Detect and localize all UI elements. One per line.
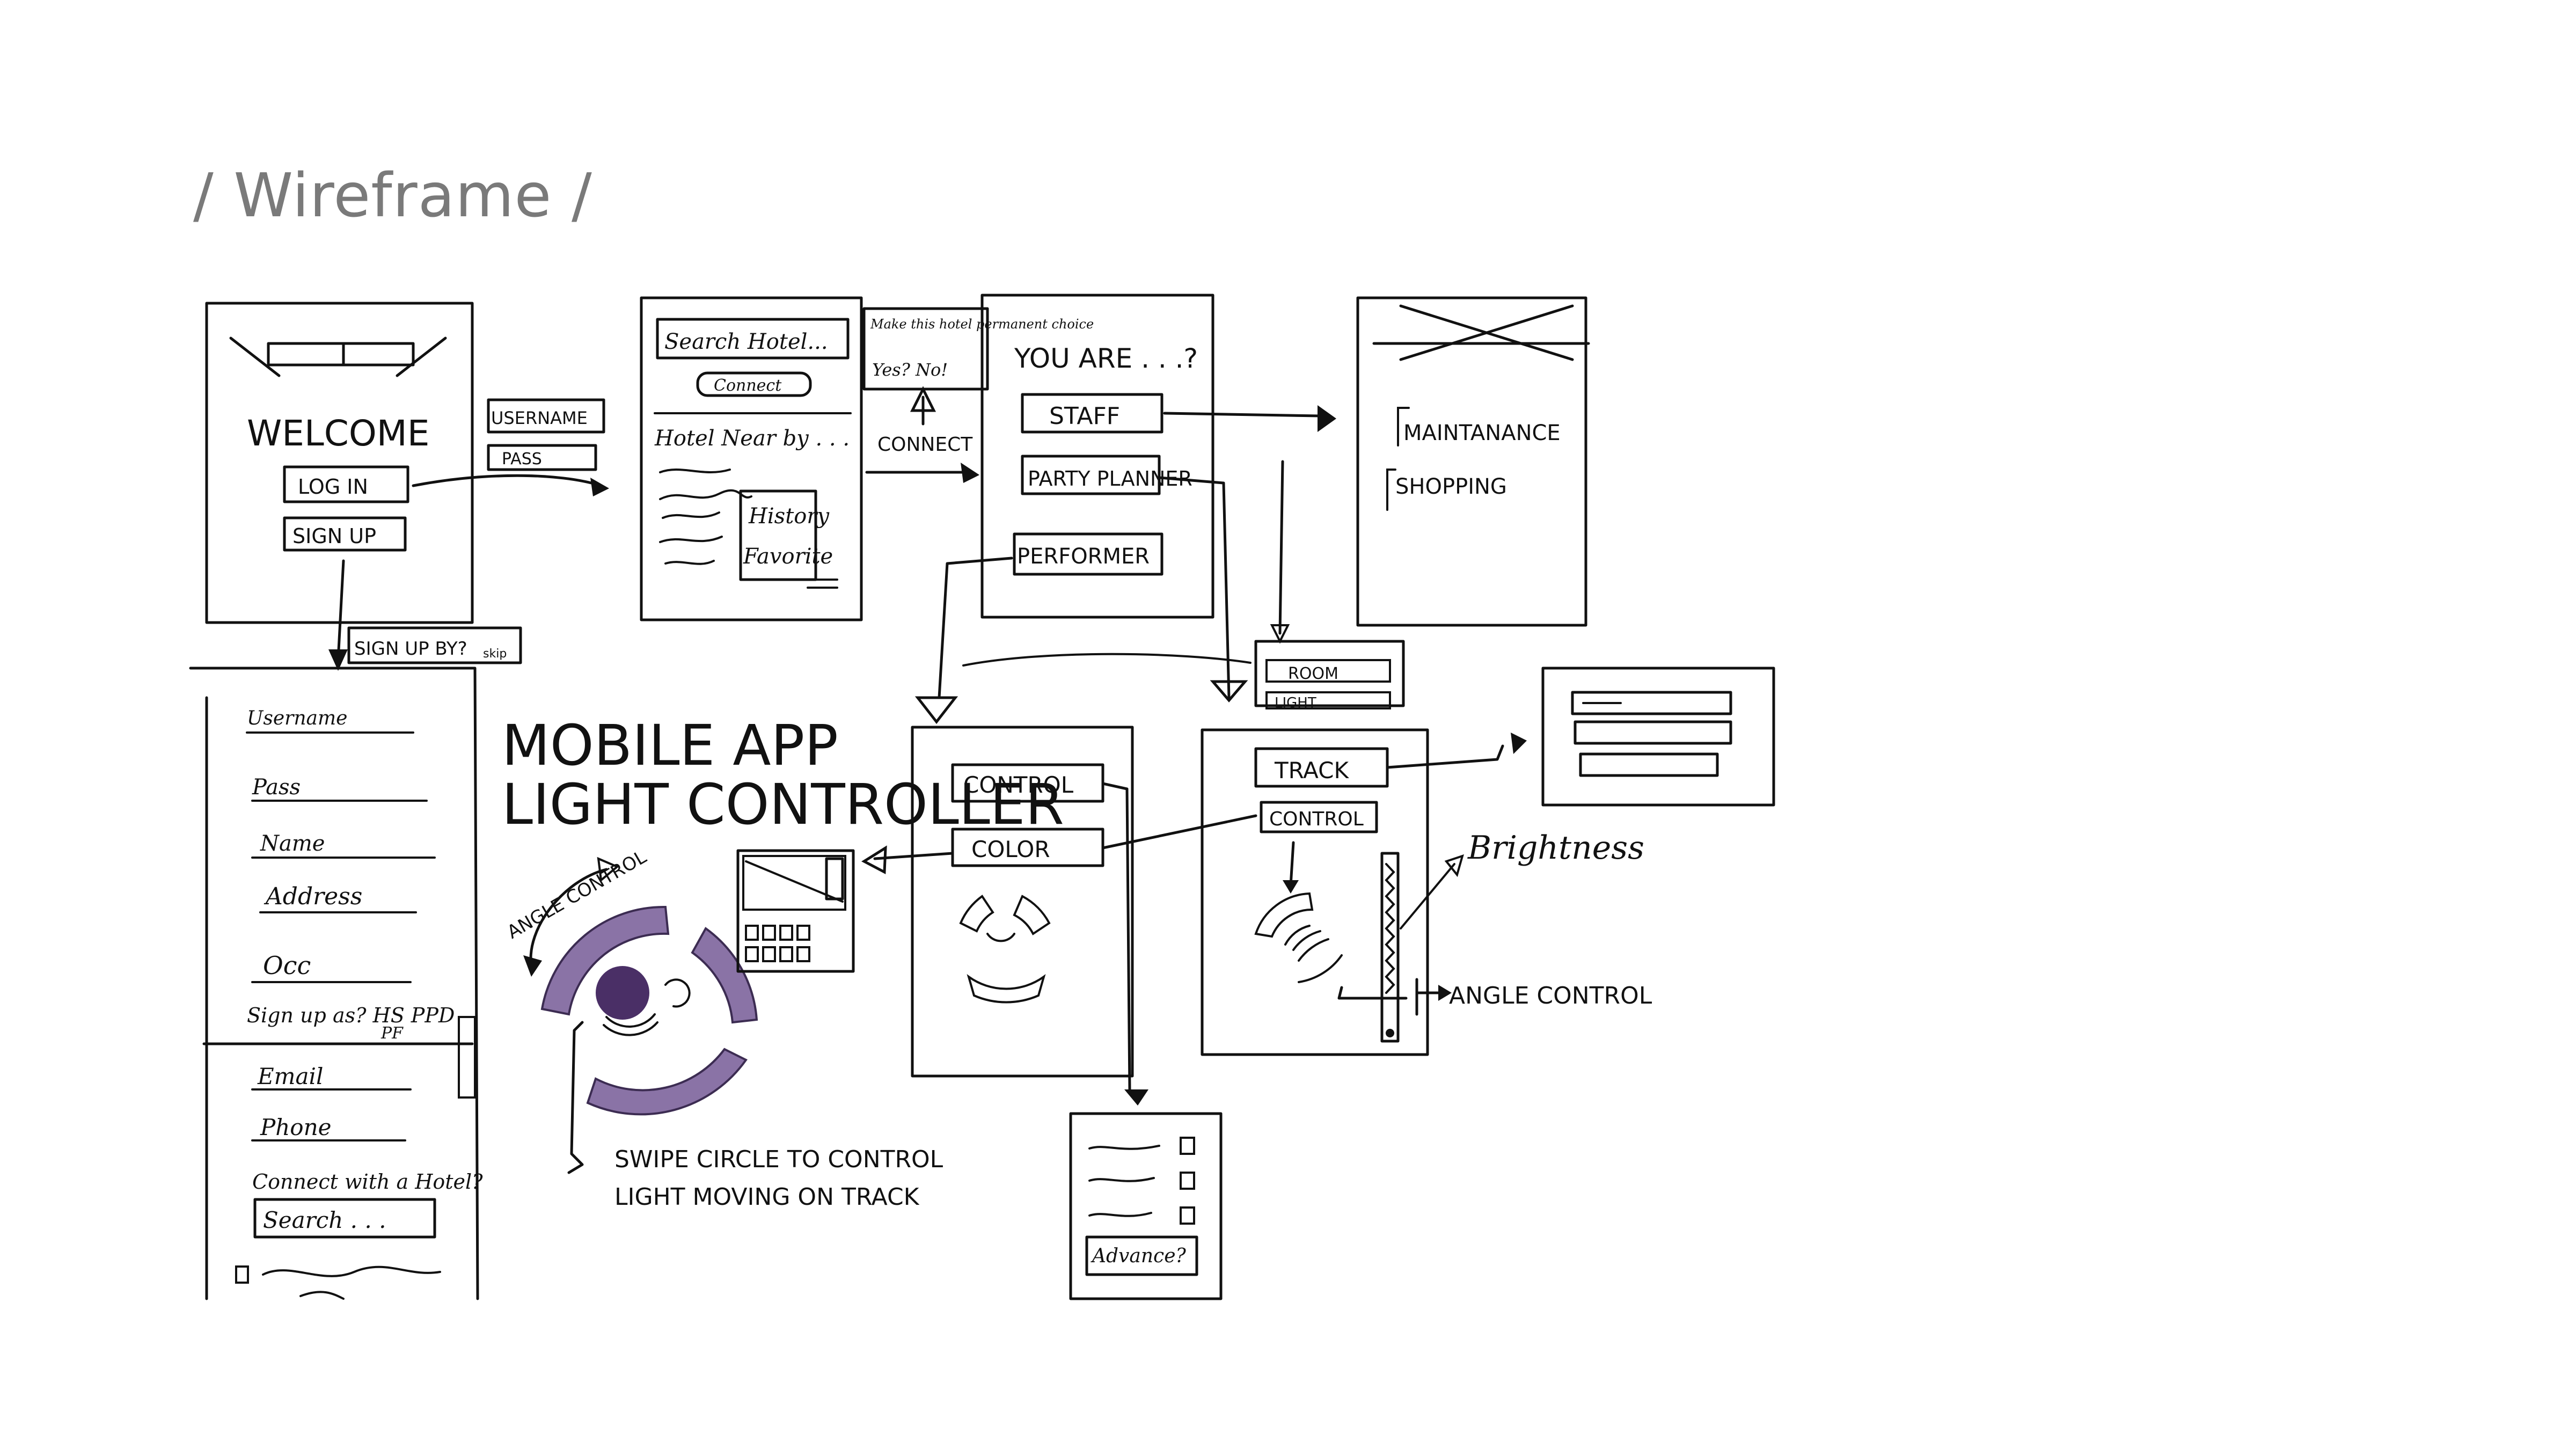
swipe-note-line2: LIGHT MOVING ON TRACK bbox=[614, 1183, 920, 1211]
signup-form: Username Pass Name Address Occ Sign up a… bbox=[189, 667, 483, 1300]
signup-as-2: PF bbox=[380, 1024, 404, 1043]
field-address: Address bbox=[264, 883, 362, 910]
hotel-search-box[interactable] bbox=[656, 318, 850, 360]
hotel-connect-label: Connect bbox=[714, 376, 782, 395]
signup-button[interactable] bbox=[283, 516, 407, 552]
hotel-connect-button[interactable] bbox=[696, 371, 812, 397]
login-label: LOG IN bbox=[298, 475, 368, 499]
mini-control-screen bbox=[736, 845, 954, 973]
role-question: YOU ARE . . .? bbox=[1014, 343, 1198, 374]
welcome-screen: WELCOME LOG IN SIGN UP bbox=[205, 302, 474, 624]
room-label: ROOM bbox=[1288, 664, 1338, 683]
dial-knob[interactable] bbox=[596, 966, 649, 1020]
dial-arc-bottom[interactable] bbox=[586, 1048, 748, 1116]
performer-button[interactable] bbox=[1013, 532, 1163, 576]
pass-label: PASS bbox=[502, 450, 542, 469]
signup-search-label: Search . . . bbox=[263, 1207, 386, 1233]
hotel-screen: Search Hotel... Connect Hotel Near by . … bbox=[640, 296, 863, 621]
dial-arc-right[interactable] bbox=[691, 927, 758, 1024]
signup-as: Sign up as? HS PPD bbox=[247, 1004, 455, 1027]
field-pass: Pass bbox=[252, 775, 301, 800]
performer-label: PERFORMER bbox=[1017, 544, 1150, 569]
party-planner-button[interactable] bbox=[1021, 455, 1161, 495]
maintenance-label: MAINTANANCE bbox=[1403, 421, 1561, 445]
signup-by-sketch: SIGN UP BY? skip bbox=[328, 559, 522, 671]
staff-screen: MAINTANANCE SHOPPING bbox=[1356, 296, 1590, 627]
field-name: Name bbox=[260, 831, 325, 856]
logo-box bbox=[267, 342, 415, 367]
favorite-label: Favorite bbox=[743, 544, 833, 569]
angle-control-label-2: ANGLE CONTROL bbox=[1449, 982, 1652, 1009]
advance-button[interactable] bbox=[1085, 1235, 1198, 1276]
color-label: COLOR bbox=[971, 836, 1050, 862]
field-phone: Phone bbox=[260, 1114, 332, 1140]
control-color-screen: CONTROL COLOR bbox=[911, 726, 1257, 1106]
control-label: CONTROL bbox=[963, 772, 1074, 798]
angle-control-dial[interactable]: ANGLE CONTROL SWIPE CIRCLE TO CONTROL LI… bbox=[503, 846, 943, 1211]
logo-sketch bbox=[229, 336, 447, 377]
username-label: USERNAME bbox=[491, 408, 588, 428]
near-by-label: Hotel Near by . . . bbox=[654, 426, 850, 451]
arrow-head bbox=[590, 478, 609, 496]
signup-label: SIGN UP bbox=[292, 524, 376, 548]
advance-label: Advance? bbox=[1091, 1245, 1186, 1267]
connect-hotel-label: Connect with a Hotel? bbox=[252, 1170, 483, 1194]
track-control-screen: TRACK CONTROL bbox=[1201, 728, 1527, 1056]
signup-search-box[interactable] bbox=[253, 1198, 436, 1239]
skip-label: skip bbox=[483, 647, 507, 661]
light-label: LIGHT bbox=[1275, 695, 1316, 711]
welcome-heading: WELCOME bbox=[247, 413, 429, 454]
field-email: Email bbox=[257, 1063, 323, 1089]
login-button[interactable] bbox=[283, 465, 409, 503]
track-label: TRACK bbox=[1274, 757, 1349, 784]
rotate-icon bbox=[664, 978, 691, 1008]
history-favorite-panel[interactable] bbox=[739, 489, 817, 581]
hotel-search-label: Search Hotel... bbox=[664, 330, 828, 354]
dial-arc-top[interactable] bbox=[540, 905, 670, 1016]
room-light-sketch: ROOM LIGHT bbox=[962, 640, 1405, 711]
advance-screen: Advance? bbox=[1069, 1112, 1223, 1300]
role-screen: YOU ARE . . .? STAFF PARTY PLANNER PERFO… bbox=[914, 294, 1336, 724]
app-title-line1: MOBILE APP bbox=[502, 713, 838, 778]
credentials-sketch: USERNAME PASS bbox=[412, 398, 609, 496]
brightness-label: Brightness bbox=[1467, 829, 1644, 867]
track-control-button[interactable] bbox=[1260, 801, 1378, 833]
history-label: History bbox=[748, 504, 830, 529]
swipe-note-line1: SWIPE CIRCLE TO CONTROL bbox=[614, 1146, 943, 1173]
popup-connect: CONNECT bbox=[877, 434, 973, 456]
brightness-slider[interactable] bbox=[1380, 852, 1400, 1043]
page-title: / Wireframe / bbox=[193, 161, 592, 231]
shopping-label: SHOPPING bbox=[1395, 474, 1507, 499]
signup-by-label: SIGN UP BY? bbox=[354, 638, 467, 660]
app-title-line2: LIGHT CONTROLLER bbox=[502, 772, 1064, 837]
field-occupation: Occ bbox=[263, 951, 311, 980]
popup-options: Yes? No! bbox=[872, 360, 948, 380]
staff-label: STAFF bbox=[1049, 402, 1120, 430]
field-username: Username bbox=[247, 707, 347, 729]
staff-button[interactable] bbox=[1021, 393, 1163, 434]
track-control-label: CONTROL bbox=[1269, 808, 1364, 830]
track-list-screen bbox=[1541, 667, 1775, 807]
